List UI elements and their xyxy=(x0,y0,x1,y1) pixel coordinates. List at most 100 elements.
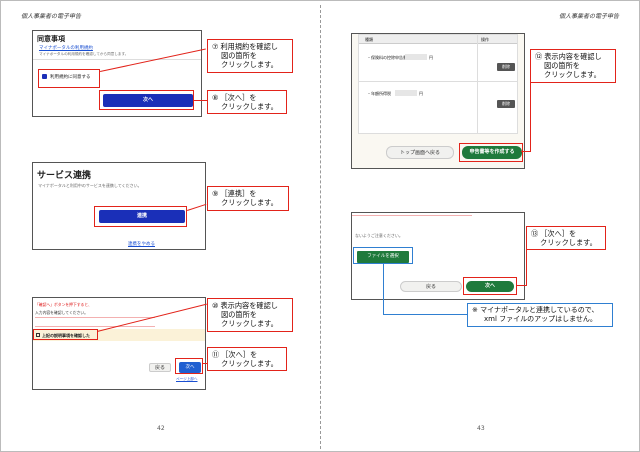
callout-8-line2: クリックします。 xyxy=(221,102,278,111)
agree-checkbox-highlight xyxy=(38,69,100,88)
table-header xyxy=(359,35,517,44)
callout-8-number: ⑧ xyxy=(212,93,219,102)
confirm-checkbox[interactable] xyxy=(36,333,40,337)
create-return-highlight xyxy=(459,143,523,162)
warn-text-1: 「確認へ」ボタンを押下すると、 xyxy=(35,302,92,307)
callout-12-number: ⑫ xyxy=(535,52,543,61)
file-upload-screenshot: ないようご注意ください。 ファイルを選択 戻る 次へ xyxy=(351,212,525,300)
agree-checkbox-label: 利用規約に同意する xyxy=(50,74,91,80)
table-area: 種類 操作 ・保険料の控除申告書 円 ・年額所得税 円 削除 削除 xyxy=(358,34,518,134)
cancel-link[interactable]: 連携をやめる xyxy=(128,242,155,247)
page-top-link[interactable]: ページ上部へ xyxy=(176,377,198,381)
row2-mask xyxy=(395,90,417,96)
c12-leader-vertical xyxy=(530,77,531,152)
callout-10-number: ⑩ xyxy=(212,301,219,310)
c13-leader-line xyxy=(517,285,527,286)
callout-13-number: ⑬ xyxy=(531,229,539,238)
consent-divider xyxy=(33,59,201,60)
xml-note-line1: ※ マイナポータルと連携しているので、 xyxy=(472,306,599,314)
col-separator xyxy=(477,35,478,133)
callout-8: ⑧［次へ］を クリックします。 xyxy=(207,90,287,114)
col-type-header: 種類 xyxy=(365,37,373,42)
left-header: 個人事業者の電子申告 xyxy=(21,13,82,20)
back-to-top-button[interactable]: トップ画面へ戻る xyxy=(386,146,454,159)
callout-13-line2: クリックします。 xyxy=(540,238,597,247)
xml-note-line2: xml ファイルのアップはしません。 xyxy=(484,315,597,323)
choose-file-button[interactable]: ファイルを選択 xyxy=(357,251,409,263)
note-leader-vertical xyxy=(383,264,384,314)
callout-7-line1: 利用規約を確認し xyxy=(220,42,278,51)
right-header: 個人事業者の電子申告 xyxy=(558,13,619,20)
c11-leader-line xyxy=(202,363,208,364)
terms-link[interactable]: マイナポータルの利用規約 xyxy=(39,46,93,51)
consent-title: 同意事項 xyxy=(37,35,65,43)
confirm-checkbox-highlight xyxy=(33,329,98,340)
callout-10-line1: 表示内容を確認し xyxy=(220,301,278,310)
service-link-subtitle: マイナポータルと利用中のサービスを連携してください。 xyxy=(38,183,142,188)
callout-12-line3: クリックします。 xyxy=(544,70,601,79)
agree-checkbox[interactable] xyxy=(42,74,47,79)
consent-screenshot: 同意事項 マイナポータルの利用規約 マイナポータルの利用規約を確認してから同意し… xyxy=(32,30,202,117)
callout-11-number: ⑪ xyxy=(212,350,220,359)
c12-leader-line xyxy=(521,151,531,152)
row-divider xyxy=(359,81,517,82)
callout-9-line1: ［連携］を xyxy=(220,189,257,198)
callout-8-line1: ［次へ］を xyxy=(220,93,257,102)
upload-next-button[interactable]: 次へ xyxy=(466,281,514,292)
warn-lines xyxy=(35,317,155,327)
upload-back-button[interactable]: 戻る xyxy=(400,281,462,292)
left-page-number: 42 xyxy=(157,425,165,432)
link-button[interactable]: 連携 xyxy=(99,210,185,223)
confirm-screenshot: 「確認へ」ボタンを押下すると、 入力内容を確認してください。 上記の説明事項を確… xyxy=(32,297,206,390)
callout-7-number: ⑦ xyxy=(212,42,219,51)
row2-unit: 円 xyxy=(419,91,423,96)
col-op-header: 操作 xyxy=(481,37,489,42)
right-page-number: 43 xyxy=(477,425,485,432)
warn-text-2: 入力内容を確認してください。 xyxy=(35,310,88,315)
confirm-next-button[interactable]: 次へ xyxy=(179,362,201,373)
row1-mask xyxy=(405,54,427,60)
callout-10-line3: クリックします。 xyxy=(221,319,278,328)
row1-unit: 円 xyxy=(429,55,433,60)
row2-delete-button[interactable]: 削除 xyxy=(497,100,515,108)
callout-12-line2: 図の箇所を xyxy=(544,61,580,70)
consent-next-button[interactable]: 次へ xyxy=(103,94,193,107)
row1-delete-button[interactable]: 削除 xyxy=(497,63,515,71)
service-link-title: サービス連携 xyxy=(37,171,92,181)
consent-next-highlight xyxy=(99,90,194,110)
note-leader-horizontal xyxy=(383,314,469,315)
link-button-highlight xyxy=(94,206,187,227)
confirm-band xyxy=(33,329,205,341)
callout-7-line3: クリックします。 xyxy=(221,60,278,69)
confirm-back-button[interactable]: 戻る xyxy=(149,363,171,372)
xml-note: ※ マイナポータルと連携しているので、 xml ファイルのアップはしません。 xyxy=(467,303,613,327)
create-return-button[interactable]: 申告書等を作成する xyxy=(462,146,522,159)
c8-leader-line xyxy=(194,100,207,101)
callout-9-number: ⑨ xyxy=(212,189,219,198)
callout-9-line2: クリックします。 xyxy=(221,198,278,207)
callout-11-line1: ［次へ］を xyxy=(221,350,258,359)
create-return-screenshot: 種類 操作 ・保険料の控除申告書 円 ・年額所得税 円 削除 削除 トップ画面へ… xyxy=(351,33,525,169)
callout-12-line1: 表示内容を確認し xyxy=(544,52,602,61)
upload-subtitle: ないようご注意ください。 xyxy=(355,233,403,238)
confirm-checkbox-label: 上記の説明事項を確認した xyxy=(42,332,90,338)
callout-10-line2: 図の箇所を xyxy=(221,310,257,319)
callout-13: ⑬［次へ］を クリックします。 xyxy=(526,226,606,250)
callout-13-line1: ［次へ］を xyxy=(540,229,577,238)
callout-9: ⑨［連携］を クリックします。 xyxy=(207,186,289,211)
callout-11-line2: クリックします。 xyxy=(221,359,278,368)
page-divider xyxy=(320,5,321,449)
choose-file-blue-outline xyxy=(353,247,413,264)
callout-7-line2: 図の箇所を xyxy=(221,51,257,60)
consent-fine-text: マイナポータルの利用規約を確認してから同意します。 xyxy=(39,52,129,56)
row2-label: ・年額所得税 xyxy=(367,91,391,96)
row1-label: ・保険料の控除申告書 xyxy=(367,55,407,60)
confirm-next-highlight xyxy=(175,358,203,374)
upload-warn-lines xyxy=(352,215,472,221)
callout-11: ⑪［次へ］を クリックします。 xyxy=(207,347,287,371)
upload-next-highlight xyxy=(463,277,517,295)
